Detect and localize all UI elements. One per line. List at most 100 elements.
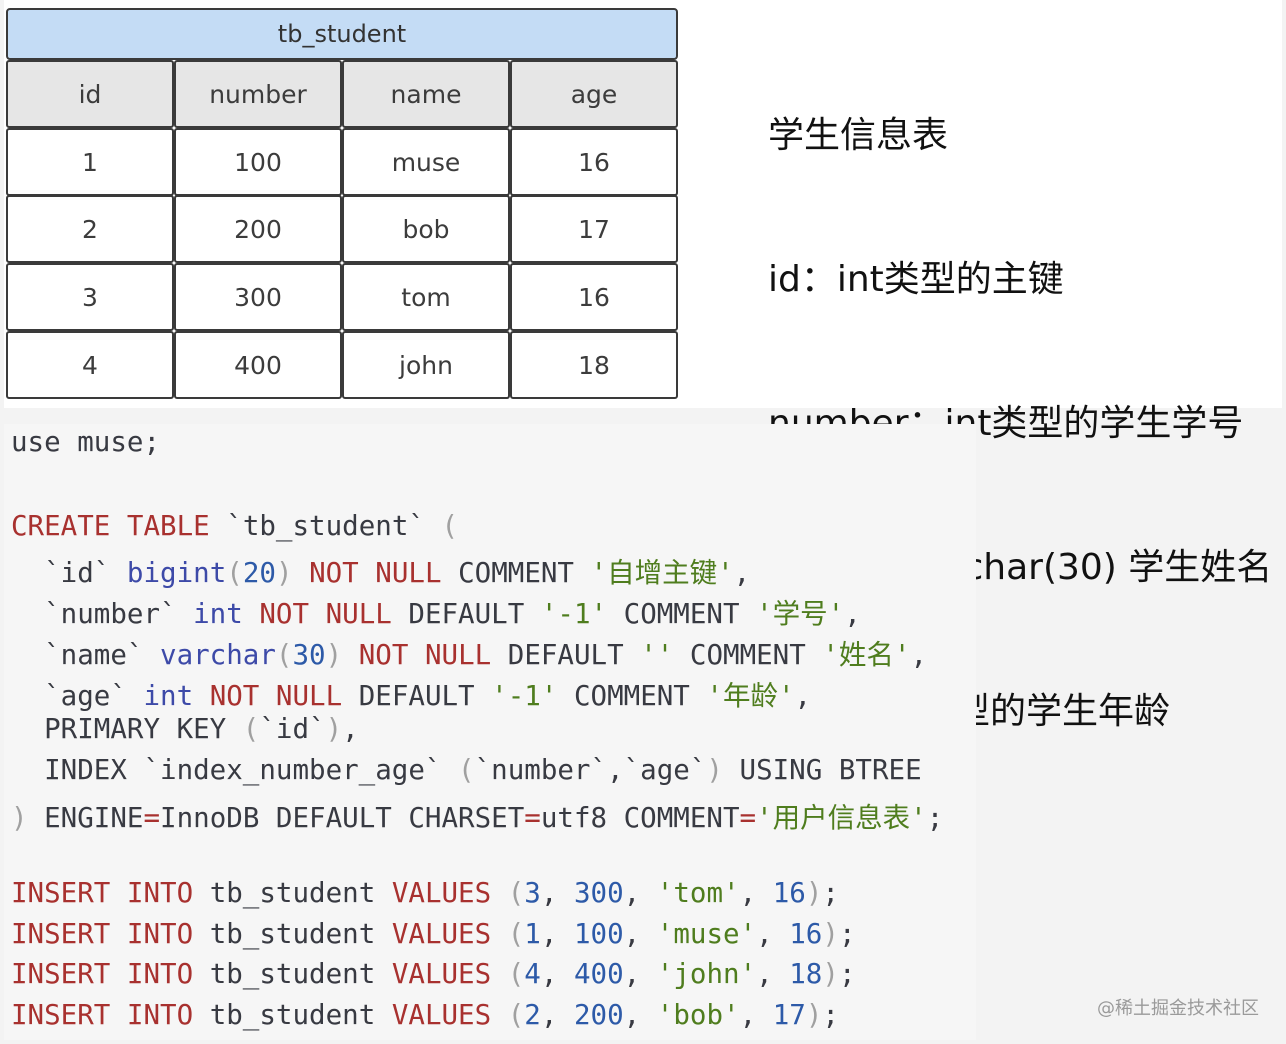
code-token: VALUES [391, 918, 492, 950]
code-token [491, 918, 508, 950]
code-token [110, 918, 127, 950]
code-token: `number` [11, 598, 194, 630]
code-token [309, 598, 326, 630]
code-token: ( [275, 639, 293, 671]
code-token: INTO [126, 877, 194, 909]
code-token: ( [507, 999, 525, 1031]
code-token: USING BTREE [722, 754, 922, 786]
code-token: ( [226, 557, 243, 589]
code-token: ) [325, 713, 343, 745]
table-cell: 1 [6, 128, 174, 196]
table-cell: 300 [174, 263, 342, 331]
table-cell: 100 [174, 128, 342, 196]
code-token: ) [275, 557, 293, 589]
code-token: , [623, 999, 657, 1031]
code-token: DEFAULT [391, 598, 541, 630]
table-title: tb_student [6, 8, 678, 60]
table-cell: 400 [174, 331, 342, 399]
code-token: ) [706, 754, 723, 786]
code-line: `id` bigint(20) NOT NULL COMMENT '自增主键', [11, 550, 750, 590]
code-token: , [623, 877, 657, 909]
code-line: ) ENGINE=InnoDB DEFAULT CHARSET=utf8 COM… [11, 795, 943, 835]
code-token: NOT [358, 639, 409, 671]
code-token [408, 639, 425, 671]
code-token [243, 598, 260, 630]
code-token: `tb_student` [209, 510, 442, 542]
table-cell: 16 [510, 128, 678, 196]
code-token: = [524, 802, 541, 834]
code-token: 30 [292, 639, 326, 671]
code-line: INSERT INTO tb_student VALUES (1, 100, '… [11, 918, 856, 950]
code-token: COMMENT [607, 598, 757, 630]
code-token: DEFAULT [491, 639, 641, 671]
code-token: ) [325, 639, 343, 671]
code-token: VALUES [391, 877, 492, 909]
table-cell: 17 [510, 195, 678, 263]
code-token: , [733, 557, 751, 589]
code-token: 300 [573, 877, 624, 909]
code-token: ; [822, 999, 839, 1031]
code-token: INTO [126, 958, 194, 990]
code-token: 3 [524, 877, 541, 909]
code-token: NOT [259, 598, 310, 630]
code-token: ( [507, 918, 525, 950]
code-token [259, 680, 276, 712]
code-token: , [623, 958, 657, 990]
code-token [491, 958, 508, 990]
code-token: 1 [524, 918, 541, 950]
code-token: , [623, 918, 657, 950]
code-token: InnoDB DEFAULT CHARSET [160, 802, 525, 834]
code-token: tb_student [193, 877, 392, 909]
code-token: 17 [772, 999, 806, 1031]
code-token: COMMENT [557, 680, 707, 712]
note-line: 学生信息表 [768, 115, 949, 156]
code-token: int [143, 680, 194, 712]
code-block [4, 424, 976, 1040]
code-line: PRIMARY KEY (`id`), [11, 713, 359, 745]
code-token: INSERT [11, 918, 111, 950]
table-cell: 200 [174, 195, 342, 263]
code-token: INTO [126, 918, 194, 950]
code-token: , [756, 918, 790, 950]
code-token: `age` [11, 680, 144, 712]
code-token: , [739, 877, 773, 909]
code-token: '年龄' [706, 680, 795, 712]
code-token: '-1' [540, 598, 608, 630]
code-token: varchar [160, 639, 276, 671]
code-token: DEFAULT [342, 680, 492, 712]
code-token: , [540, 999, 574, 1031]
code-token: 16 [789, 918, 823, 950]
code-token: use muse; [11, 426, 161, 458]
code-line: INSERT INTO tb_student VALUES (2, 200, '… [11, 999, 839, 1031]
code-line: `age` int NOT NULL DEFAULT '-1' COMMENT … [11, 673, 811, 713]
code-token: ( [441, 510, 459, 542]
code-token [110, 877, 127, 909]
code-token: NOT [209, 680, 260, 712]
code-token [110, 999, 127, 1031]
code-token: VALUES [391, 958, 492, 990]
code-line: INDEX `index_number_age` (`number`,`age`… [11, 754, 922, 786]
code-token: ( [507, 877, 525, 909]
table-header-cell: name [342, 60, 510, 128]
code-token: `id` [259, 713, 326, 745]
code-token: INSERT [11, 958, 111, 990]
code-token: 100 [573, 918, 624, 950]
code-token: ( [507, 958, 525, 990]
code-token: ) [822, 958, 839, 990]
code-token: ) [805, 877, 823, 909]
code-token: ; [838, 958, 856, 990]
code-token: , [794, 680, 812, 712]
code-token: 4 [524, 958, 541, 990]
code-token: tb_student [193, 999, 392, 1031]
code-token: '学号' [756, 598, 845, 630]
table-cell: bob [342, 195, 510, 263]
code-token: '' [640, 639, 674, 671]
code-token: VALUES [391, 999, 492, 1031]
code-token [110, 510, 127, 542]
code-token: , [540, 877, 574, 909]
code-token [110, 958, 127, 990]
code-token: 'tom' [656, 877, 740, 909]
code-token: NULL [424, 639, 492, 671]
code-token: INSERT [11, 877, 111, 909]
code-line: CREATE TABLE `tb_student` ( [11, 510, 458, 542]
